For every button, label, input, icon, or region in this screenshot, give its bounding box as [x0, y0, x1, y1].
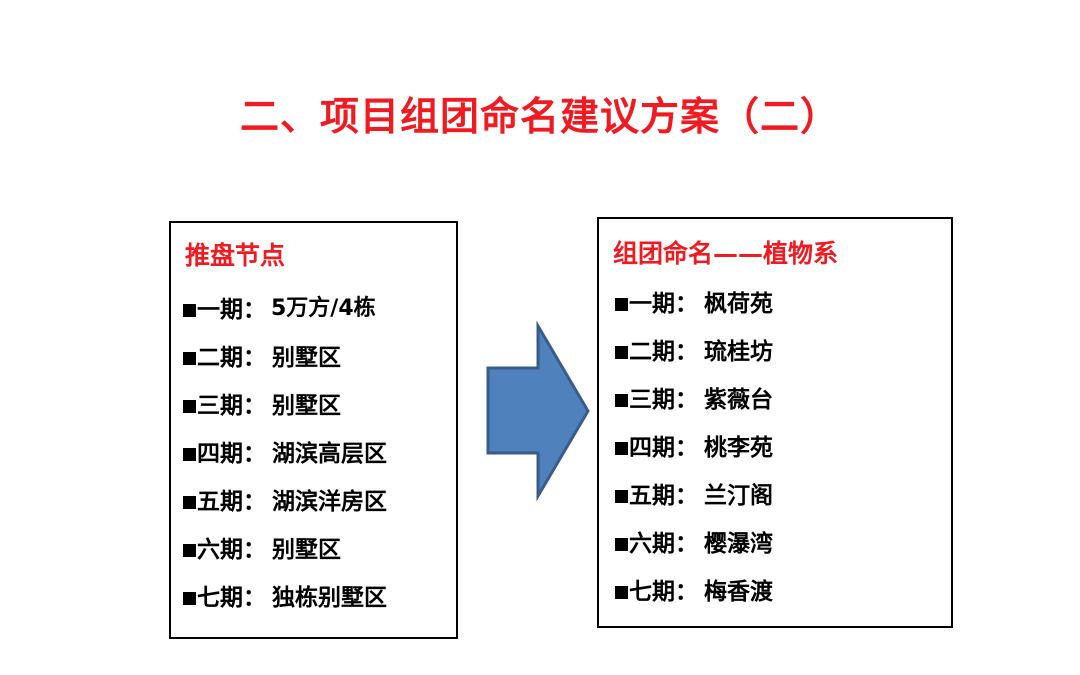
- item-value: 琉桂坊: [704, 337, 773, 365]
- item-separator: ：: [675, 577, 698, 605]
- item-value: 桃李苑: [704, 433, 773, 461]
- list-item: 四期 ： 桃李苑: [599, 423, 951, 471]
- item-separator: ：: [243, 391, 266, 419]
- square-bullet-icon: [183, 591, 196, 605]
- square-bullet-icon: [615, 441, 628, 455]
- cluster-naming-list: 一期 ： 枫荷苑 二期 ： 琉桂坊 三期 ： 紫薇台 四期 ： 桃李苑: [599, 279, 951, 615]
- square-bullet-icon: [183, 303, 196, 317]
- item-separator: ：: [243, 535, 266, 563]
- panel-header-left: 推盘节点: [185, 241, 286, 270]
- item-separator: ：: [243, 583, 266, 611]
- item-value: 湖滨高层区: [272, 439, 387, 467]
- square-bullet-icon: [615, 585, 628, 599]
- item-phase: 四期: [629, 433, 675, 461]
- item-phase: 六期: [197, 535, 243, 563]
- item-phase: 二期: [629, 337, 675, 365]
- item-phase: 三期: [197, 391, 243, 419]
- list-item: 一期 ： 枫荷苑: [599, 279, 951, 327]
- square-bullet-icon: [615, 345, 628, 359]
- square-bullet-icon: [615, 537, 628, 551]
- list-item: 一期 ： 5万方/4栋: [171, 285, 456, 333]
- list-item: 五期 ： 湖滨洋房区: [171, 477, 456, 525]
- square-bullet-icon: [183, 351, 196, 365]
- list-item: 五期 ： 兰汀阁: [599, 471, 951, 519]
- page-title: 二、项目组团命名建议方案（二）: [239, 95, 840, 140]
- item-separator: ：: [675, 337, 698, 365]
- square-bullet-icon: [183, 543, 196, 557]
- item-phase: 五期: [629, 481, 675, 509]
- item-separator: ：: [675, 289, 698, 317]
- item-phase: 二期: [197, 343, 243, 371]
- list-item: 七期 ： 独栋别墅区: [171, 573, 456, 621]
- square-bullet-icon: [183, 399, 196, 413]
- list-item: 四期 ： 湖滨高层区: [171, 429, 456, 477]
- item-value: 独栋别墅区: [272, 583, 387, 611]
- item-phase: 三期: [629, 385, 675, 413]
- item-separator: ：: [675, 433, 698, 461]
- item-value: 5万方/4栋: [271, 296, 376, 321]
- panel-header-right: 组团命名——植物系: [613, 239, 839, 268]
- item-separator: ：: [675, 385, 698, 413]
- right-arrow-icon: [482, 320, 594, 502]
- release-schedule-list: 一期 ： 5万方/4栋 二期 ： 别墅区 三期 ： 别墅区 四期 ： 湖滨高层区: [171, 285, 456, 621]
- item-phase: 一期: [629, 289, 675, 317]
- item-separator: ：: [243, 439, 266, 467]
- item-separator: ：: [675, 481, 698, 509]
- list-item: 二期 ： 别墅区: [171, 333, 456, 381]
- list-item: 三期 ： 别墅区: [171, 381, 456, 429]
- list-item: 七期 ： 梅香渡: [599, 567, 951, 615]
- square-bullet-icon: [615, 297, 628, 311]
- item-phase: 一期: [197, 295, 243, 323]
- item-value: 湖滨洋房区: [272, 487, 387, 515]
- list-item: 六期 ： 樱瀑湾: [599, 519, 951, 567]
- item-phase: 七期: [629, 577, 675, 605]
- list-item: 三期 ： 紫薇台: [599, 375, 951, 423]
- panel-cluster-naming: 组团命名——植物系 一期 ： 枫荷苑 二期 ： 琉桂坊 三期 ： 紫薇台: [597, 217, 953, 628]
- item-value: 别墅区: [272, 391, 341, 419]
- item-value: 别墅区: [272, 343, 341, 371]
- panel-release-schedule: 推盘节点 一期 ： 5万方/4栋 二期 ： 别墅区 三期 ： 别墅区: [169, 221, 458, 639]
- item-phase: 六期: [629, 529, 675, 557]
- item-separator: ：: [243, 295, 266, 323]
- item-separator: ：: [675, 529, 698, 557]
- item-value: 梅香渡: [704, 577, 773, 605]
- item-phase: 四期: [197, 439, 243, 467]
- square-bullet-icon: [183, 495, 196, 509]
- item-phase: 五期: [197, 487, 243, 515]
- item-separator: ：: [243, 487, 266, 515]
- item-separator: ：: [243, 343, 266, 371]
- square-bullet-icon: [615, 489, 628, 503]
- square-bullet-icon: [615, 393, 628, 407]
- item-value: 别墅区: [272, 535, 341, 563]
- list-item: 二期 ： 琉桂坊: [599, 327, 951, 375]
- item-phase: 七期: [197, 583, 243, 611]
- item-value: 枫荷苑: [704, 289, 773, 317]
- list-item: 六期 ： 别墅区: [171, 525, 456, 573]
- square-bullet-icon: [183, 447, 196, 461]
- item-value: 紫薇台: [704, 385, 773, 413]
- item-value: 兰汀阁: [704, 481, 773, 509]
- item-value: 樱瀑湾: [704, 529, 773, 557]
